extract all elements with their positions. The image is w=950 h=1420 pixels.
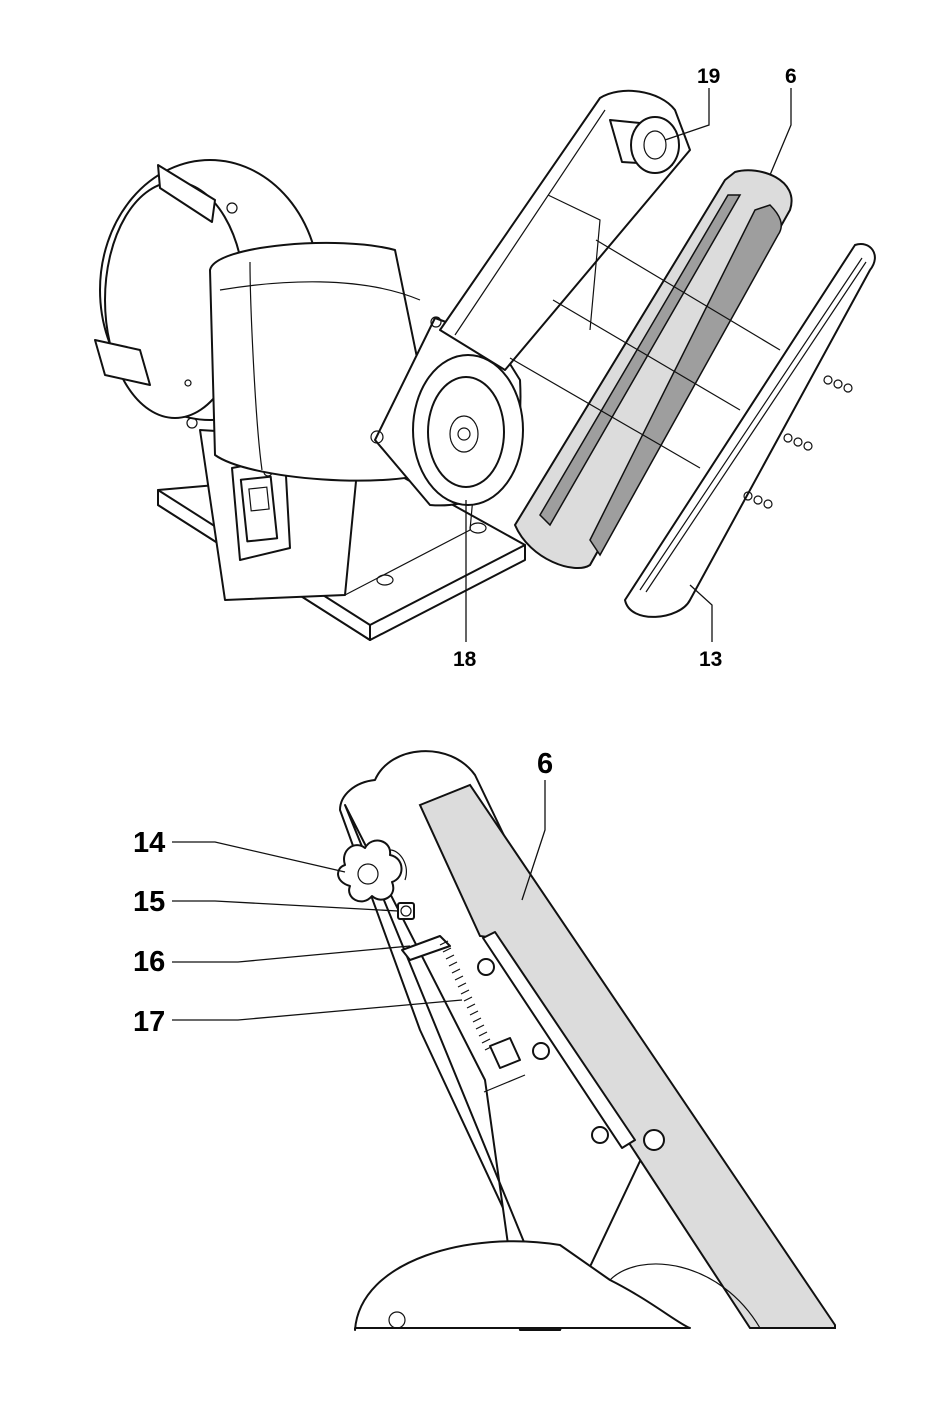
bolt-1: [478, 959, 494, 975]
exploded-view-figure: 19 6 18 13: [0, 0, 950, 700]
arm-mount-hole: [644, 1130, 664, 1150]
callout-15: 15: [133, 886, 165, 918]
callout-16: 16: [133, 946, 165, 978]
callout-13: 13: [699, 648, 722, 671]
tension-detail-figure: 14 15 16 17 6: [0, 700, 950, 1420]
bolt-3: [592, 1127, 608, 1143]
callout-17: 17: [133, 1006, 165, 1038]
exploded-view-drawing: 19 6 18 13: [0, 0, 950, 700]
leader-6-top: [770, 88, 791, 175]
bolt-2: [533, 1043, 549, 1059]
screw-middle: [784, 434, 812, 450]
leader-14: [172, 842, 345, 872]
motor-housing-detail: [355, 1241, 760, 1330]
callout-14: 14: [133, 827, 165, 859]
screw-upper: [824, 376, 852, 392]
adjust-screw: [398, 903, 414, 919]
callout-19: 19: [697, 65, 720, 88]
callout-6-top: 6: [785, 65, 797, 88]
leader-16: [172, 946, 410, 962]
tension-detail-drawing: 14 15 16 17 6: [0, 700, 950, 1420]
callout-6-bottom: 6: [537, 748, 553, 780]
callout-18: 18: [453, 648, 477, 671]
leader-15: [172, 901, 398, 911]
